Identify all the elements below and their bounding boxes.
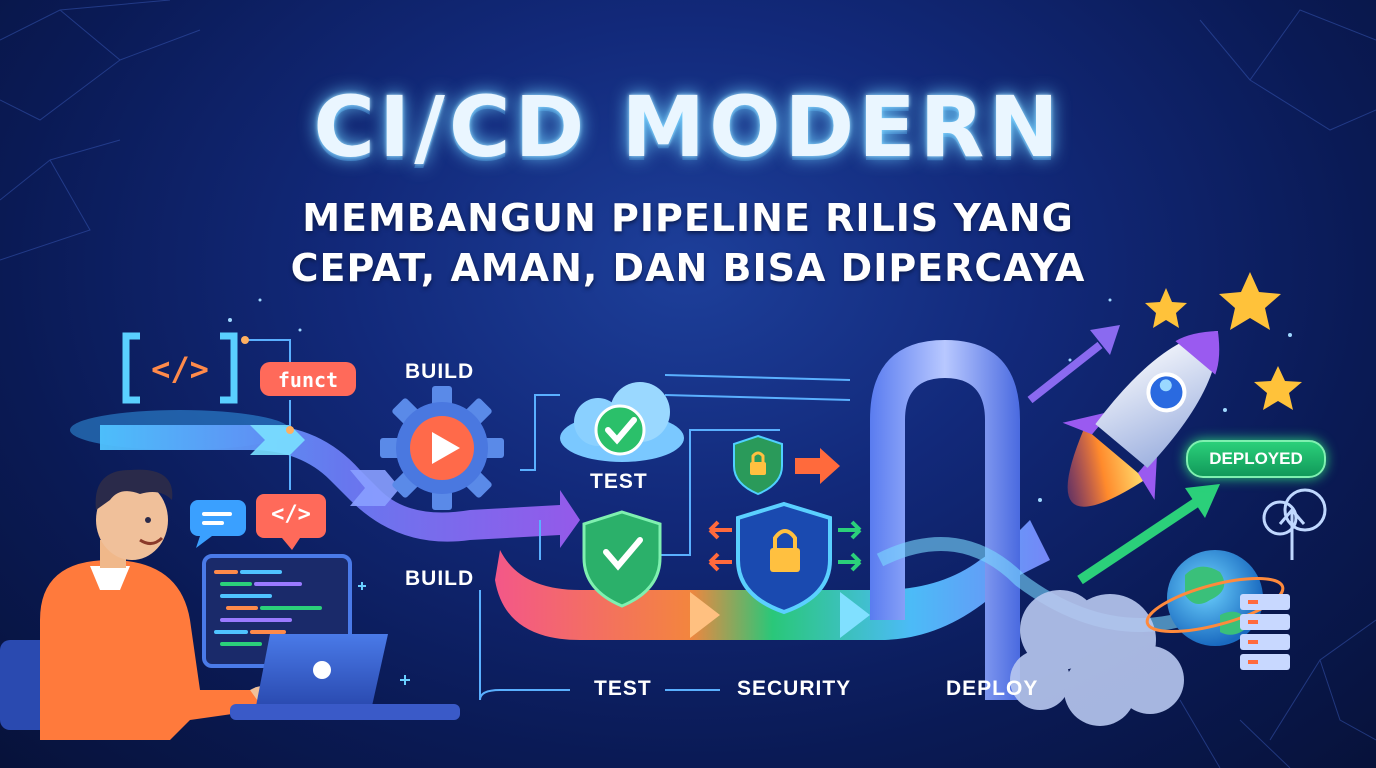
code-bubble-label: </> — [271, 502, 311, 527]
subtitle-line-1: MEMBANGUN PIPELINE RILIS YANG — [302, 196, 1074, 240]
pipeline-bottom — [495, 520, 1050, 640]
funct-chip — [260, 362, 356, 396]
code-bubble-icon — [256, 494, 326, 550]
gear-play-icon — [380, 386, 504, 510]
star-icon — [1145, 272, 1302, 410]
deployed-badge: DEPLOYED — [1186, 440, 1326, 478]
test-label-bottom: TEST — [594, 677, 652, 700]
shield-lock-icon — [708, 501, 862, 615]
monitor-icon — [202, 554, 352, 668]
developer-person — [0, 469, 272, 740]
build-label-bottom: BUILD — [405, 567, 475, 590]
connector-lines — [245, 339, 851, 701]
deploy-label: DEPLOY — [946, 677, 1039, 700]
laptop-icon — [230, 634, 460, 720]
cloud-upload-icon — [1262, 488, 1327, 560]
server-icon — [1240, 594, 1290, 670]
shield-check-icon — [582, 510, 662, 608]
subtitle-line-2: CEPAT, AMAN, DAN BISA DIPERCAYA — [290, 246, 1086, 290]
rocket-icon — [1062, 331, 1220, 507]
main-title: CI/CD MODERN — [313, 78, 1063, 176]
funct-chip-label: funct — [277, 368, 339, 392]
small-shield-lock-icon — [733, 434, 840, 496]
plus-icons — [358, 582, 410, 685]
chat-bubble-icon — [190, 500, 246, 548]
trajectory-arrows — [1027, 325, 1220, 585]
cloud-check-icon — [560, 382, 684, 462]
test-label-top: TEST — [590, 470, 648, 493]
svg-text:</>: </> — [151, 350, 209, 388]
sparkles — [228, 298, 1292, 502]
build-label-top: BUILD — [405, 360, 475, 383]
security-label: SECURITY — [737, 677, 852, 700]
pipeline-top — [100, 425, 580, 548]
cloud-cluster — [1010, 590, 1184, 726]
